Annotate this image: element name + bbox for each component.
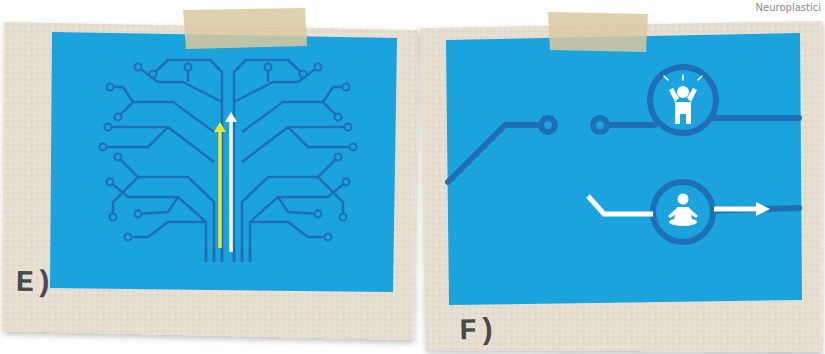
- circuit-trace: [153, 60, 222, 247]
- trace-end: [335, 114, 342, 121]
- stress-circle: [650, 67, 716, 133]
- photo-ground: [446, 33, 802, 305]
- arrowhead: [214, 122, 226, 132]
- trace-end: [350, 144, 357, 151]
- circuit-trace: [103, 127, 168, 147]
- stress-icon: [664, 75, 702, 124]
- pin: [241, 247, 244, 262]
- tape: [183, 8, 307, 49]
- new-pathway: [588, 196, 758, 214]
- trace-end: [343, 84, 350, 91]
- circuit-trace: [118, 157, 214, 247]
- trace-end: [105, 124, 112, 131]
- trace-end: [300, 71, 307, 78]
- calm-circle: [653, 182, 713, 242]
- circuit-trace: [113, 177, 138, 217]
- trace-end: [125, 234, 132, 241]
- circuit-trace: [288, 127, 353, 147]
- circuit-trace: [448, 125, 540, 182]
- trace-end: [110, 214, 117, 221]
- photo-ground: [50, 32, 397, 292]
- circuit-trace: [242, 157, 338, 247]
- trace-end: [115, 114, 122, 121]
- pathway-circuit: [448, 67, 799, 242]
- trace-end: [135, 211, 142, 218]
- circuit-trace: [318, 177, 343, 217]
- arrow-shaft: [229, 120, 233, 252]
- circuit-trace: [138, 67, 222, 102]
- trace-end: [315, 211, 322, 218]
- trace-end: [343, 179, 350, 186]
- brain-circuit: [100, 60, 357, 262]
- arrowhead: [756, 202, 770, 216]
- circuit-trace: [278, 197, 318, 214]
- pin: [249, 247, 252, 262]
- tape: [548, 12, 648, 52]
- trace-end: [325, 234, 332, 241]
- pin: [221, 247, 224, 262]
- pin: [233, 247, 236, 262]
- trace-end: [150, 71, 157, 78]
- arrowhead: [225, 112, 237, 122]
- circuit-trace: [128, 222, 206, 237]
- trace-end: [115, 154, 122, 161]
- trace-end: [107, 179, 114, 186]
- pin: [213, 247, 216, 262]
- meditation-icon: [668, 194, 698, 227]
- trace-end: [100, 144, 107, 151]
- circuit-trace: [138, 197, 178, 214]
- trace-end: [345, 124, 352, 131]
- photo-frame: [2, 22, 418, 340]
- trace-end: [185, 64, 192, 71]
- source-label: Neuroplastici: [756, 2, 821, 13]
- panel-letter: F): [459, 314, 498, 349]
- trace-end: [265, 64, 272, 71]
- circuit-trace: [250, 222, 328, 237]
- trace-end: [107, 84, 114, 91]
- arrow-shaft: [218, 130, 222, 248]
- photo-frame: [420, 21, 822, 352]
- circuit-trace: [234, 60, 303, 247]
- trace-end: [335, 154, 342, 161]
- trace-end: [135, 64, 142, 71]
- pin: [205, 247, 208, 262]
- circuit-trace: [234, 67, 318, 102]
- panel-letter: E): [16, 266, 55, 301]
- trace-end: [340, 214, 347, 221]
- trace-end: [541, 118, 555, 132]
- trace-end: [315, 64, 322, 71]
